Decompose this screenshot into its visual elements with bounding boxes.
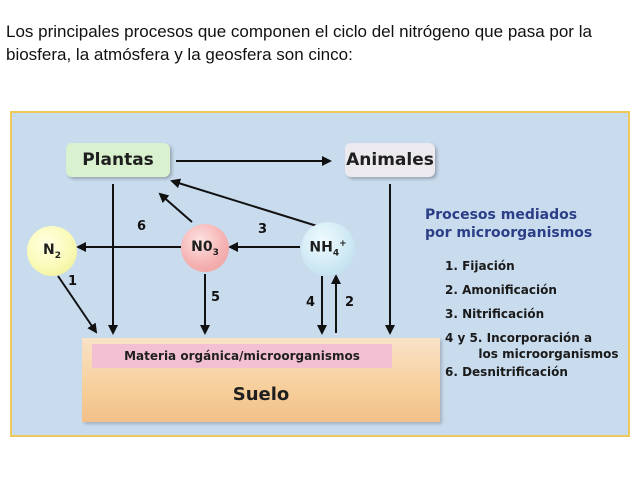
no3-label: N03 — [191, 238, 219, 258]
legend-list: 1. Fijación 2. Amonificación 3. Nitrific… — [445, 258, 619, 388]
legend-item-nitrificacion: 3. Nitrificación — [445, 307, 545, 321]
animales-box: Animales — [345, 143, 435, 177]
nh4-circle: NH4+ — [301, 222, 355, 276]
legend-title: Procesos mediados por microorganismos — [425, 207, 593, 241]
suelo-block: Materia orgánica/microorganismos Suelo — [82, 338, 440, 422]
arrow-label-6: 6 — [137, 219, 147, 234]
arrow-nh4-plantas — [170, 178, 318, 227]
materia-organica-band: Materia orgánica/microorganismos — [92, 344, 392, 368]
no3-circle: N03 — [181, 224, 229, 272]
legend-item-amonificacion: 2. Amonificación — [445, 283, 557, 297]
animales-label: Animales — [346, 150, 434, 170]
plantas-box: Plantas — [66, 143, 170, 177]
suelo-label: Suelo — [232, 384, 290, 405]
nh4-label: NH4+ — [309, 239, 347, 259]
legend-item-desnitrificacion: 6. Desnitrificación — [445, 365, 568, 379]
materia-organica-label: Materia orgánica/microorganismos — [124, 349, 360, 363]
plantas-label: Plantas — [82, 150, 154, 170]
arrow-n2-suelo — [57, 275, 98, 334]
n2-circle: N2 — [27, 226, 77, 276]
arrow-label-4: 4 — [306, 295, 316, 310]
legend-item-incorporacion: 4 y 5. Incorporación a los microorganism… — [445, 331, 619, 361]
arrow-label-3: 3 — [258, 222, 268, 237]
arrow-label-2: 2 — [345, 295, 355, 310]
legend-item-fijacion: 1. Fijación — [445, 259, 515, 273]
n2-label: N2 — [43, 241, 61, 261]
intro-text: Los principales procesos que componen el… — [6, 22, 592, 64]
arrow-no3-plantas — [158, 192, 193, 223]
arrow-label-5: 5 — [211, 290, 221, 305]
arrow-label-1: 1 — [68, 274, 78, 289]
